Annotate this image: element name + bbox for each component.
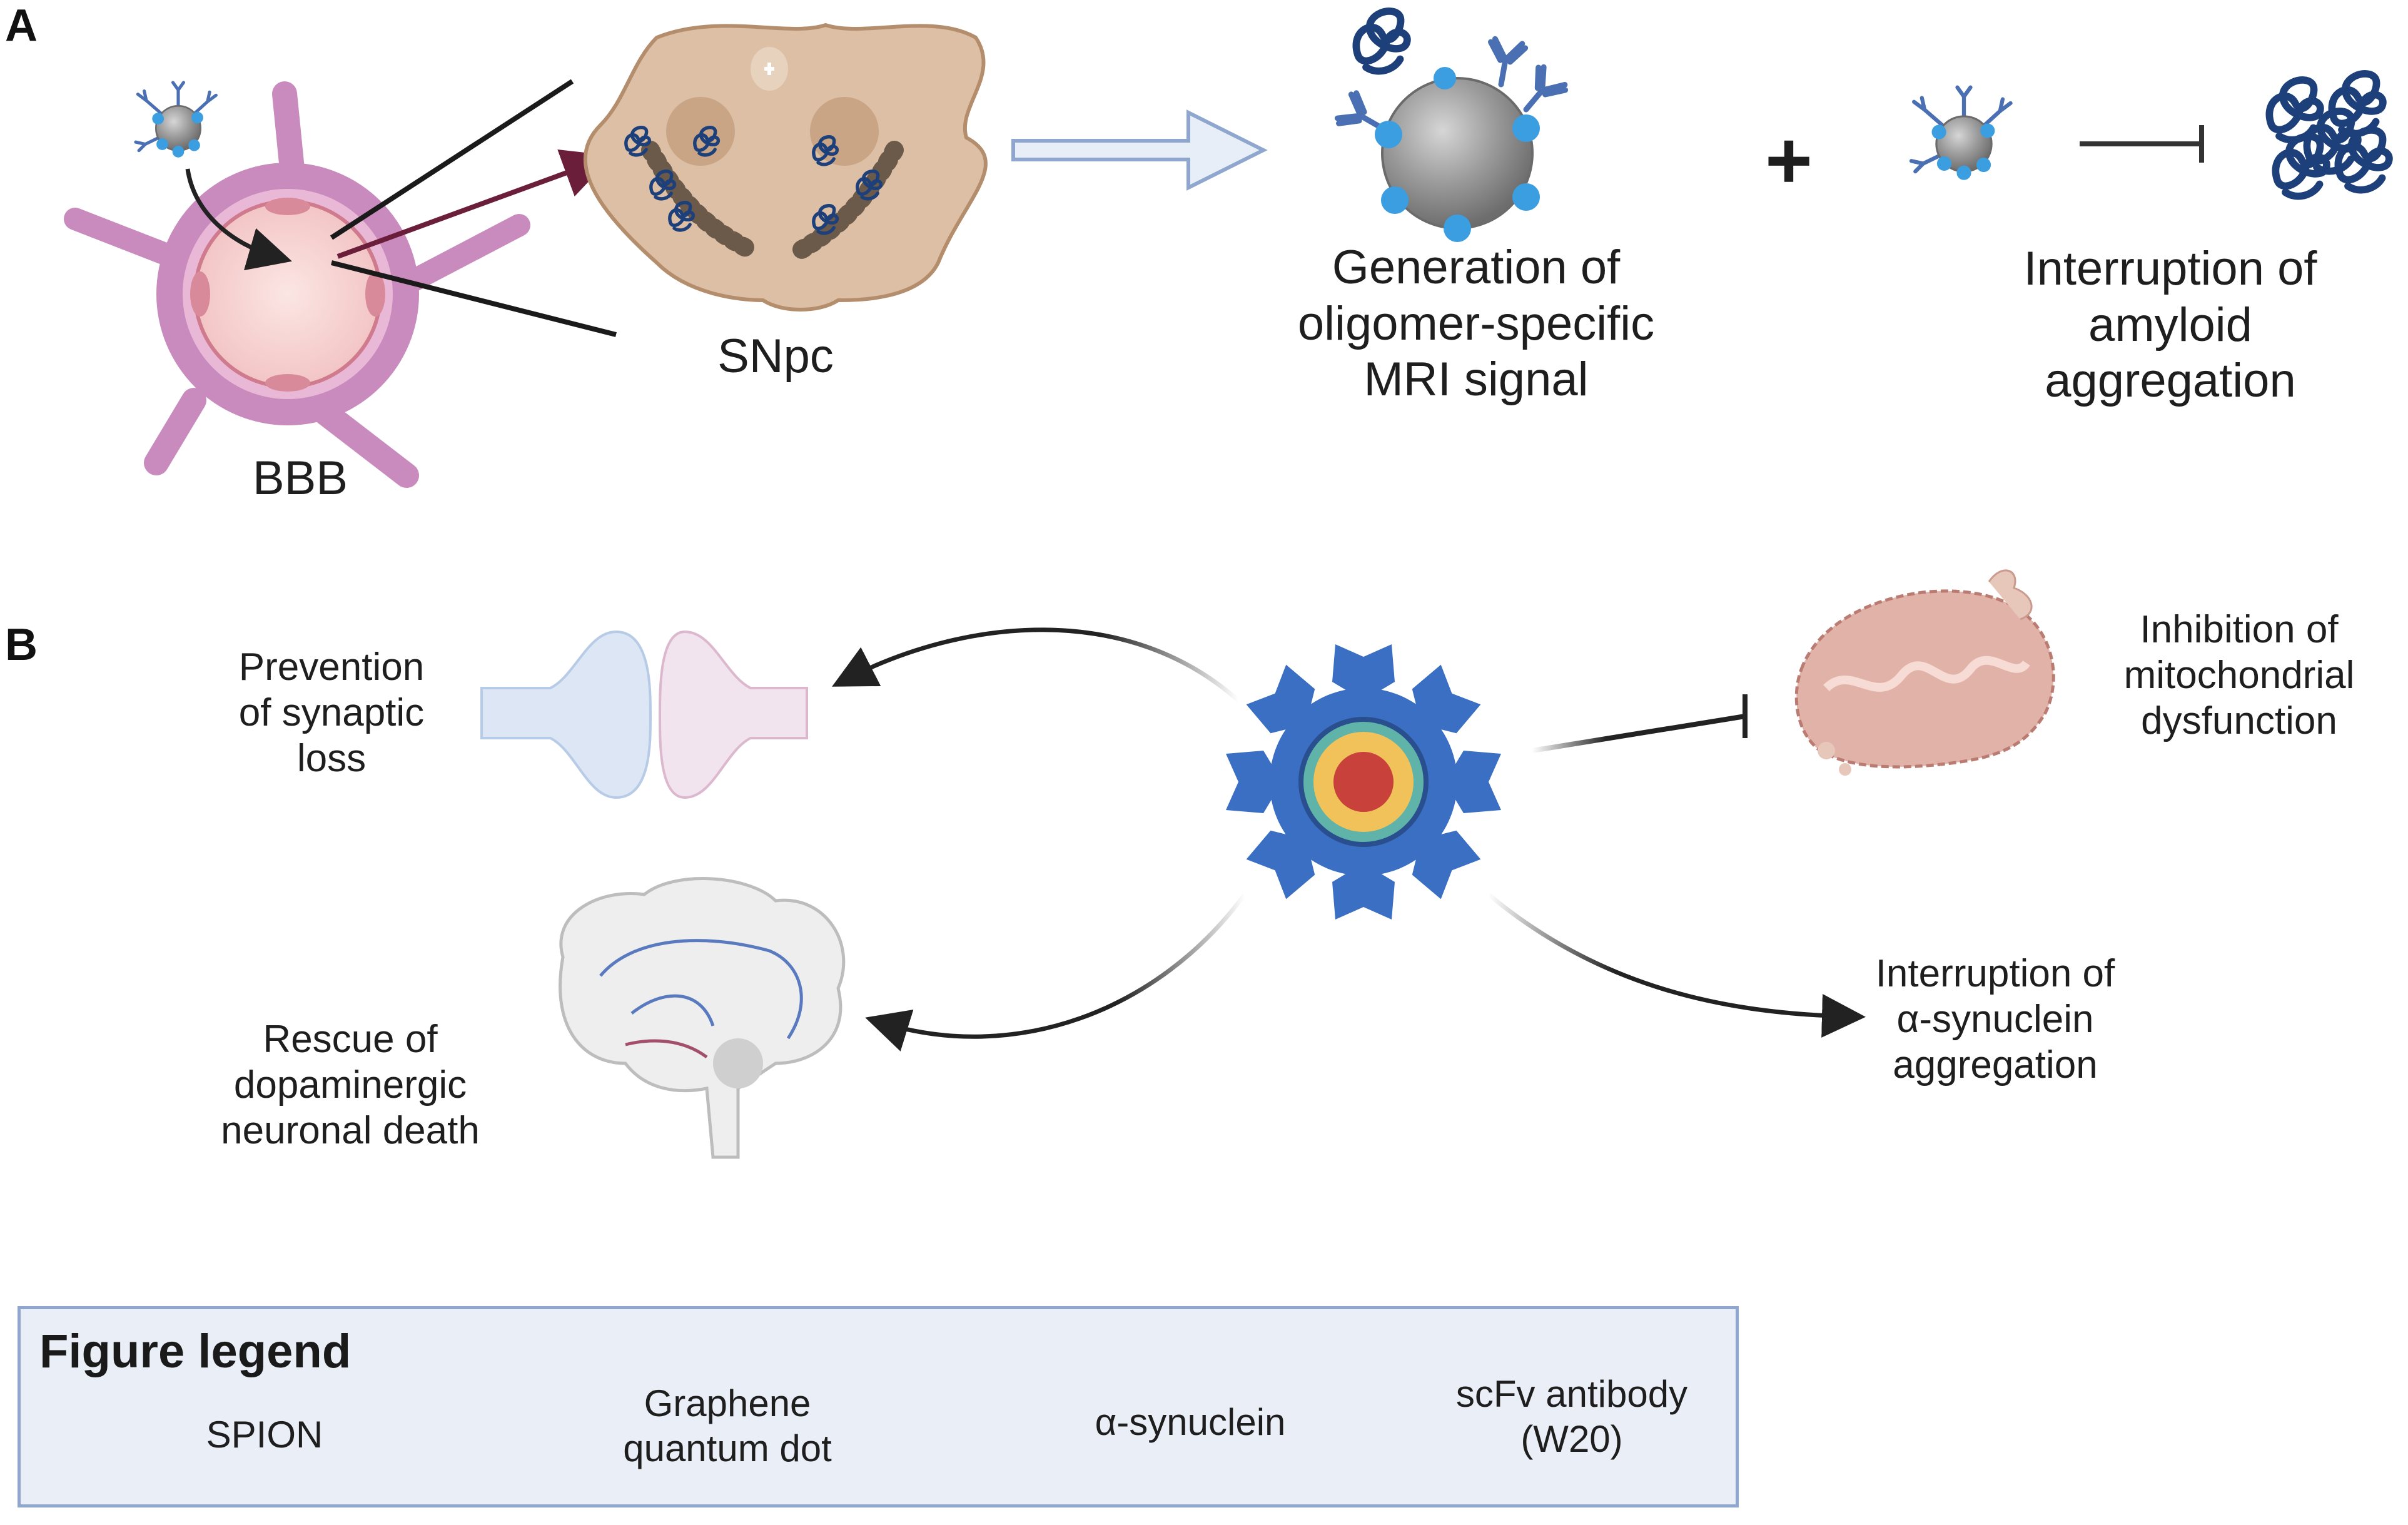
legend-synuclein-label: α-synuclein (1095, 1401, 1286, 1443)
spion-icon (136, 83, 216, 158)
zoom-line-bottom (331, 260, 617, 337)
panel-a-letter: A (5, 1, 38, 51)
synuclein-label: Interruption of α-synuclein aggregation (1875, 952, 2115, 1087)
zoom-line-top (330, 79, 574, 240)
mitochondrion-icon (1794, 569, 2055, 776)
bbb-vessel-icon (64, 81, 530, 488)
arrow-to-synuclein (1487, 893, 1866, 1038)
spion-synuclein-complex-icon (1335, 11, 1567, 242)
mri-signal-label: Generation of oligomer-specific MRI sign… (1297, 241, 1655, 407)
midbrain-snpc-icon (583, 23, 988, 312)
legend-antibody-label: scFv antibody (W20) (1455, 1373, 1688, 1460)
panel-b-letter: B (5, 620, 38, 670)
entry-arrow (185, 168, 292, 271)
legend-title: Figure legend (39, 1325, 352, 1378)
legend-spion-label: SPION (206, 1414, 323, 1456)
graphene-quantum-dot-icon (1226, 644, 1501, 920)
spion-icon-small (1911, 88, 2011, 180)
inhibit-line-amyloid (2080, 125, 2204, 163)
arrow-to-brain (865, 893, 1247, 1051)
snpc-arrow (336, 149, 614, 259)
amyloid-aggregate-icon (2269, 74, 2389, 196)
amyloid-label: Interruption of amyloid aggregation (2023, 242, 2317, 408)
arrow-to-synapse (832, 627, 1240, 702)
figure-legend: Figure legend SPION Graphene quantum dot… (18, 1306, 1739, 1507)
legend-gqd-label: Graphene quantum dot (623, 1382, 832, 1469)
hollow-arrow-icon (1011, 109, 1268, 191)
plus-sign: + (1765, 114, 1813, 206)
brain-icon (559, 877, 846, 1159)
dopaminergic-label: Rescue of dopaminergic neuronal death (221, 1018, 480, 1153)
bbb-label: BBB (252, 452, 348, 505)
inhibit-line-mito (1532, 694, 1748, 753)
synapse-icon (480, 630, 808, 799)
synaptic-loss-label: Prevention of synaptic loss (238, 646, 425, 781)
mitochondrial-label: Inhibition of mitochondrial dysfunction (2123, 608, 2355, 743)
snpc-label: SNpc (717, 330, 834, 383)
